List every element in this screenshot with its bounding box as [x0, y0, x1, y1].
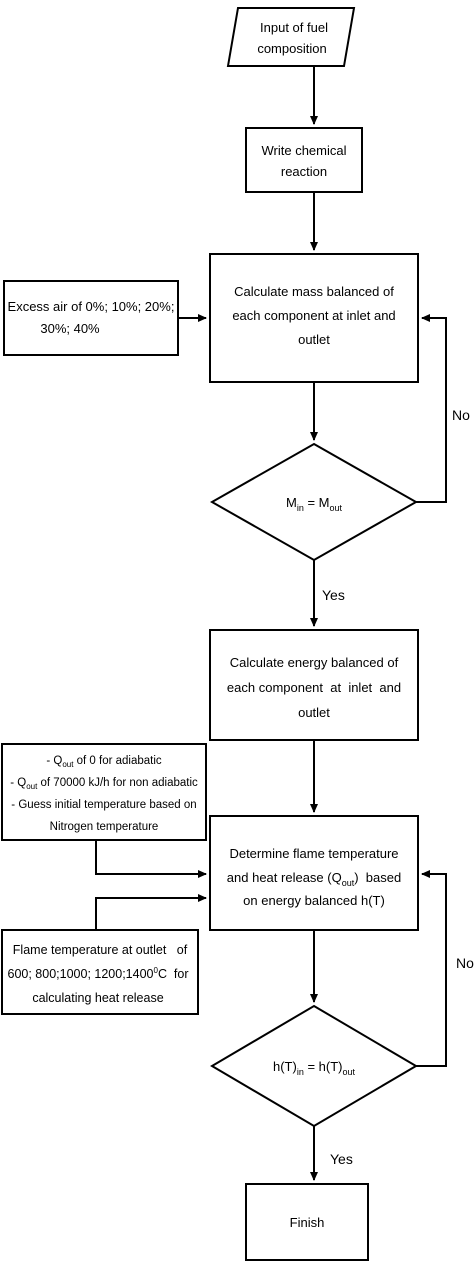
flame-temp-line-2: and heat release (Qout) based	[227, 870, 401, 888]
yes-label-1: Yes	[322, 587, 345, 603]
mass-balance-line-3: outlet	[298, 332, 330, 347]
energy-check-decision: h(T)in = h(T)out	[210, 1004, 418, 1128]
mass-check-decision: Min = Mout	[209, 442, 419, 562]
assumptions-line-2: - Qout of 70000 kJ/h for non adiabatic	[10, 777, 198, 791]
mass-balance-node: Calculate mass balanced of each componen…	[209, 253, 419, 383]
input-node: Input of fuel composition	[226, 7, 356, 67]
flame-temp-node: Determine flame temperature and heat rel…	[209, 815, 419, 931]
energy-balance-line-1: Calculate energy balanced of	[230, 655, 399, 670]
write-reaction-line-1: Write chemical	[261, 143, 346, 158]
energy-balance-line-3: outlet	[298, 705, 330, 720]
assumptions-line-4: Nitrogen temperature	[50, 821, 159, 833]
energy-balance-node: Calculate energy balanced of each compon…	[209, 629, 419, 741]
outlet-temps-line-1: Flame temperature at outlet of	[13, 943, 188, 957]
no-loop-1	[416, 314, 447, 503]
assumptions-node: - Qout of 0 for adiabatic - Qout of 7000…	[1, 743, 207, 841]
assumptions-line-1: - Qout of 0 for adiabatic	[46, 755, 162, 769]
outlet-temps-node: Flame temperature at outlet of 600; 800;…	[1, 929, 199, 1015]
energy-balance-line-2: each component at inlet and	[227, 680, 401, 695]
excess-air-line-2: 30%; 40%	[40, 321, 100, 336]
outlet-temps-line-2: 600; 800;1000; 1200;14000C for	[8, 966, 189, 981]
mass-balance-line-2: each component at inlet and	[232, 308, 395, 323]
flame-temp-line-1: Determine flame temperature	[229, 846, 398, 861]
arrow-assumptions-to-flame	[95, 840, 207, 878]
excess-air-node: Excess air of 0%; 10%; 20%; 30%; 40%	[3, 280, 179, 356]
mass-balance-line-1: Calculate mass balanced of	[234, 284, 394, 299]
energy-check-label: h(T)in = h(T)out	[273, 1059, 356, 1077]
finish-label: Finish	[290, 1215, 325, 1230]
outlet-temps-line-3: calculating heat release	[32, 991, 163, 1005]
write-reaction-line-2: reaction	[281, 164, 327, 179]
no-loop-2	[416, 870, 447, 1067]
assumptions-line-3: - Guess initial temperature based on	[11, 799, 196, 811]
write-reaction-node: Write chemical reaction	[245, 127, 363, 193]
yes-label-2: Yes	[330, 1151, 353, 1167]
arrow-outlet-to-flame	[95, 894, 207, 930]
finish-node: Finish	[245, 1183, 369, 1261]
mass-check-label: Min = Mout	[286, 495, 343, 513]
no-label-1: No	[452, 407, 470, 423]
input-line-1: Input of fuel	[260, 20, 328, 35]
flame-temp-line-3: on energy balanced h(T)	[243, 893, 385, 908]
input-line-2: composition	[257, 41, 326, 56]
excess-air-line-1: Excess air of 0%; 10%; 20%;	[8, 299, 175, 314]
no-label-2: No	[456, 955, 474, 971]
